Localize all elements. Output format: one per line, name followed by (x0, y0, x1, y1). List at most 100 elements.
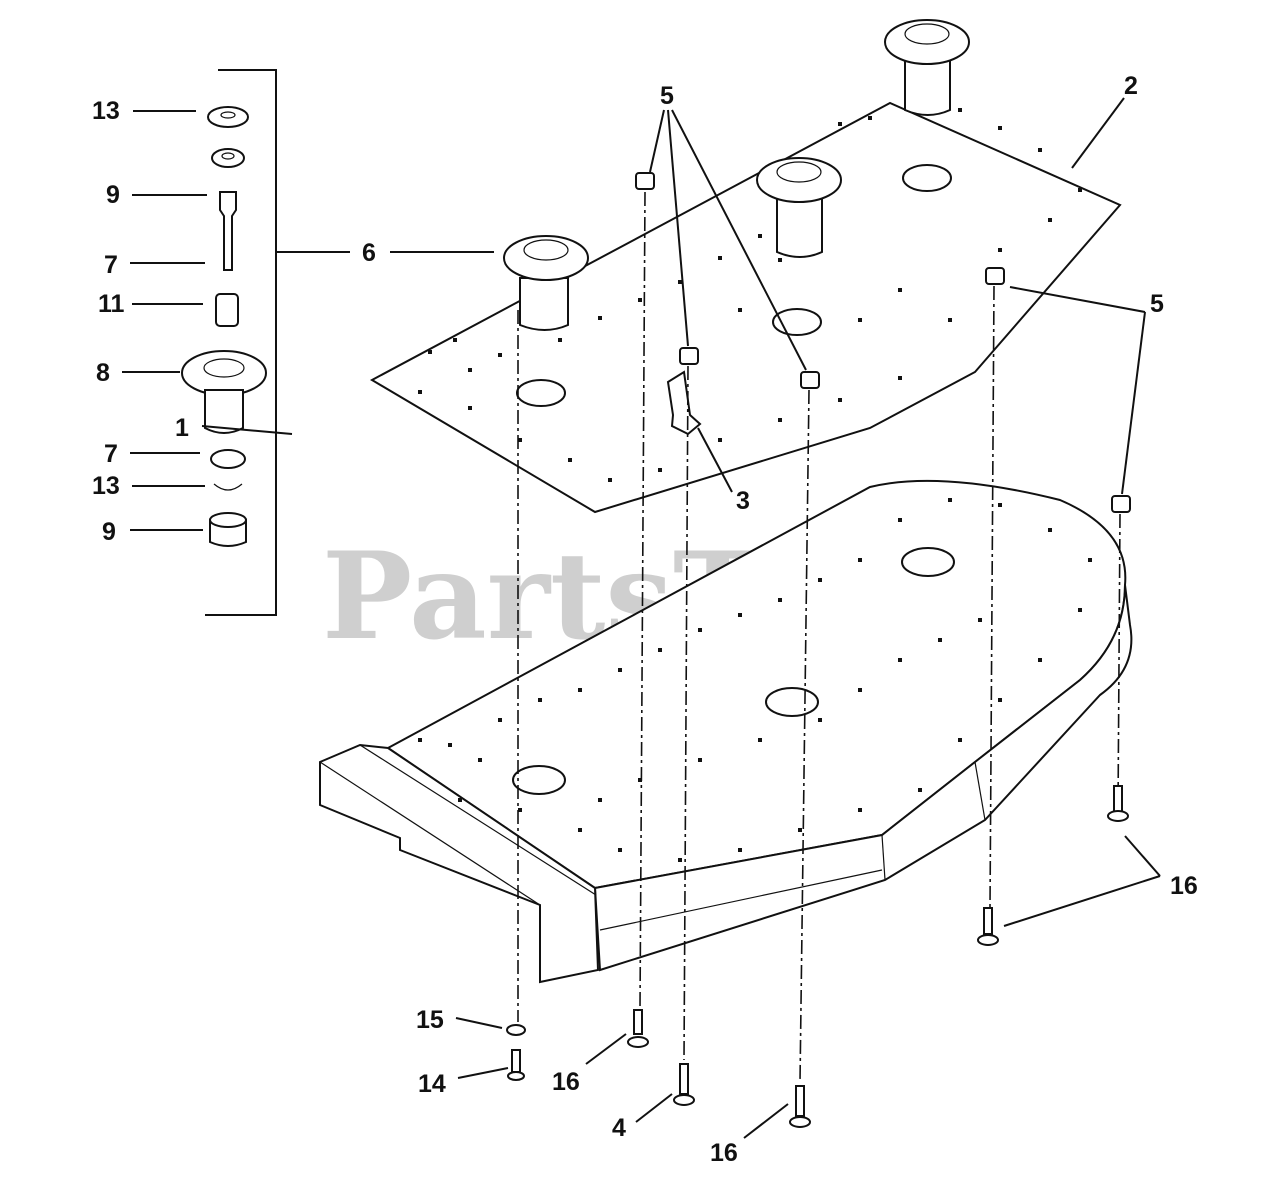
bolt-hole (578, 688, 582, 692)
bolt-hole (838, 122, 842, 126)
callout-16-left: 16 (552, 1068, 580, 1096)
bolt-hole (938, 638, 942, 642)
bolt-hole (778, 418, 782, 422)
callout-15: 15 (416, 1006, 444, 1034)
bolt-hole (478, 758, 482, 762)
bolt-hole (898, 518, 902, 522)
bolt-hole (518, 438, 522, 442)
bolt-hole (798, 828, 802, 832)
bolt-hole (998, 248, 1002, 252)
bolt-hole (658, 648, 662, 652)
bolt-hole (458, 798, 462, 802)
bolt-hole (518, 808, 522, 812)
bolt-hole (1078, 608, 1082, 612)
bolt-hole (958, 738, 962, 742)
bolt-holes (418, 108, 1092, 862)
bolt-hole (738, 848, 742, 852)
spindle-assembly-center (756, 157, 842, 258)
callout-8: 8 (96, 359, 110, 387)
bolt-hole (858, 558, 862, 562)
callout-6: 6 (362, 239, 376, 267)
bolt-hole (498, 718, 502, 722)
spindle-assembly-left (503, 235, 589, 331)
bolt-hole (898, 376, 902, 380)
bolt-hole (858, 318, 862, 322)
bolt-hole (638, 298, 642, 302)
callout-labels: 13 9 7 11 8 7 13 9 6 5 2 5 3 1 16 15 14 … (92, 72, 1198, 1167)
bolt-hole (778, 598, 782, 602)
callout-7-top: 7 (104, 251, 118, 279)
bolt-hole (638, 778, 642, 782)
assembly-bracket (205, 69, 277, 616)
alignment-lines (517, 191, 1121, 1083)
bolt-hole (468, 406, 472, 410)
callout-13-bottom: 13 (92, 472, 120, 500)
bolt-hole (428, 350, 432, 354)
bolt-hole (818, 578, 822, 582)
mower-deck-housing (319, 479, 1133, 984)
bolt-hole (698, 628, 702, 632)
bolt-hole (758, 738, 762, 742)
bolt-hole (538, 698, 542, 702)
bolt-hole (948, 498, 952, 502)
bolt-hole (718, 438, 722, 442)
bolt-hole (598, 798, 602, 802)
bolt-hole (1088, 558, 1092, 562)
bolt-hole (1048, 218, 1052, 222)
spindle-assembly-right (884, 19, 970, 116)
bolt-hole (418, 390, 422, 394)
callout-5-right: 5 (1150, 290, 1164, 318)
callout-7-bottom: 7 (104, 440, 118, 468)
lock-nuts (635, 172, 1131, 513)
bolt-hole (738, 613, 742, 617)
bolt-hole (568, 458, 572, 462)
callout-5-top: 5 (660, 82, 674, 110)
callout-13-top: 13 (92, 97, 120, 125)
bolt-hole (658, 468, 662, 472)
bolt-hole (618, 668, 622, 672)
spindle-exploded-parts (181, 106, 267, 547)
bolt-hole (958, 108, 962, 112)
bolt-hole (698, 758, 702, 762)
bolt-hole (578, 828, 582, 832)
bolt-hole (598, 316, 602, 320)
bolt-hole (418, 738, 422, 742)
bolt-hole (868, 116, 872, 120)
bolt-hole (618, 848, 622, 852)
bolt-hole (898, 658, 902, 662)
bolt-hole (998, 126, 1002, 130)
bolt-hole (678, 858, 682, 862)
bolt-hole (948, 318, 952, 322)
bolt-hole (818, 718, 822, 722)
callout-11: 11 (98, 290, 125, 318)
bolt-hole (448, 743, 452, 747)
deck-bolts (506, 785, 1129, 1128)
callout-3: 3 (736, 487, 750, 515)
bolt-hole (858, 688, 862, 692)
callout-16-bottom: 16 (710, 1139, 738, 1167)
deck-cover-plate (369, 101, 1122, 514)
bolt-hole (918, 788, 922, 792)
bolt-hole (1048, 528, 1052, 532)
bolt-hole (468, 368, 472, 372)
bolt-hole (898, 288, 902, 292)
callout-9-bottom: 9 (102, 518, 116, 546)
callout-4: 4 (612, 1114, 626, 1142)
bolt-hole (718, 256, 722, 260)
bolt-hole (1078, 188, 1082, 192)
bolt-hole (1038, 148, 1042, 152)
callout-14: 14 (418, 1070, 446, 1098)
bolt-hole (738, 308, 742, 312)
bolt-hole (608, 478, 612, 482)
bolt-hole (498, 353, 502, 357)
bolt-hole (978, 618, 982, 622)
bolt-hole (678, 280, 682, 284)
bolt-hole (998, 698, 1002, 702)
bolt-hole (1038, 658, 1042, 662)
callout-2: 2 (1124, 72, 1138, 100)
bolt-hole (758, 234, 762, 238)
callout-16-right: 16 (1170, 872, 1198, 900)
bolt-hole (858, 808, 862, 812)
